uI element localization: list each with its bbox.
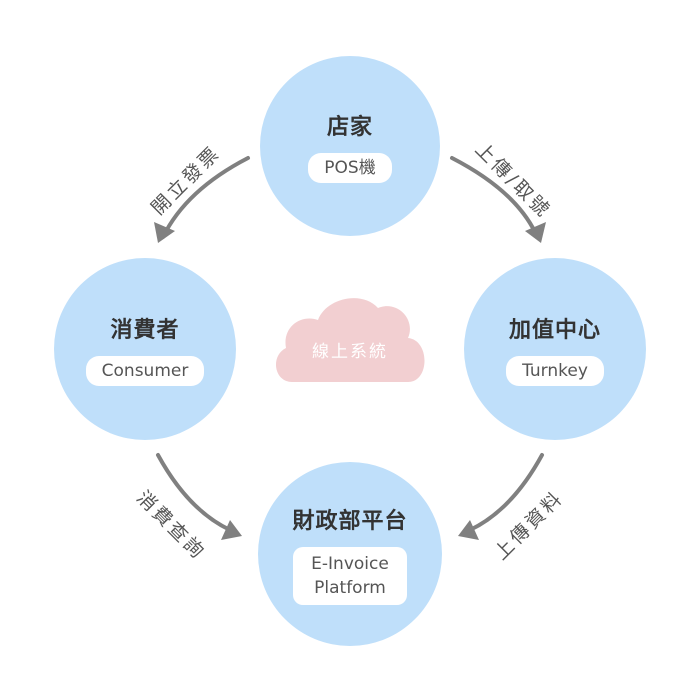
node-consumer-subtitle: Consumer (85, 356, 205, 386)
node-store-title: 店家 (326, 115, 373, 140)
cloud-shape (275, 298, 425, 382)
arrowhead-consumer-to-platform (221, 520, 242, 540)
node-turnkey-title: 加值中心 (508, 318, 601, 343)
arrow-consumer-to-platform (156, 453, 232, 532)
node-turnkey-subtitle: Turnkey (506, 356, 604, 386)
arrow-turnkey-to-platform (468, 453, 544, 532)
node-turnkey: 加值中心 Turnkey (464, 258, 646, 440)
node-platform: 財政部平台 E-Invoice Platform (258, 462, 442, 646)
node-store-subtitle: POS機 (308, 153, 392, 183)
arrow-store-to-consumer (161, 156, 250, 239)
node-platform-subtitle: E-Invoice Platform (293, 547, 407, 605)
node-store: 店家 POS機 (260, 56, 440, 236)
node-platform-subtitle-line1: E-Invoice (311, 554, 389, 574)
node-platform-subtitle-line2: Platform (314, 578, 386, 598)
arrowhead-store-to-turnkey (525, 222, 546, 243)
center-cloud-label: 線上系統 (312, 342, 388, 362)
node-consumer: 消費者 Consumer (54, 258, 236, 440)
arrowhead-store-to-consumer (154, 222, 175, 243)
node-consumer-title: 消費者 (110, 318, 180, 343)
arrow-store-to-turnkey (450, 156, 537, 234)
node-platform-title: 財政部平台 (292, 509, 408, 534)
arrowhead-turnkey-to-platform (458, 520, 479, 540)
